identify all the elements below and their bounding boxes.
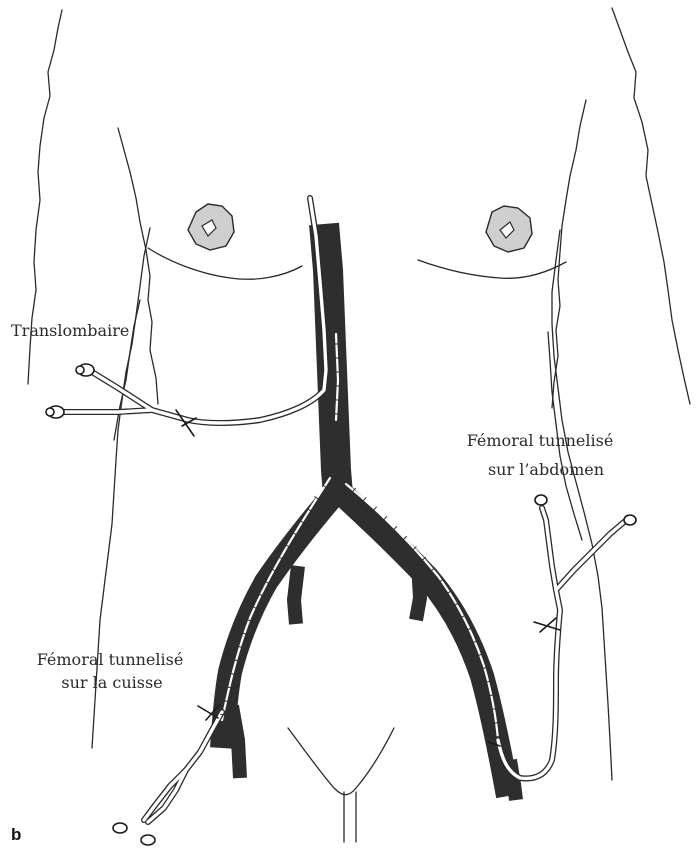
- right-iliac-vein: [340, 492, 508, 796]
- left-arm-inner: [118, 128, 158, 404]
- right-internal-iliac-branch: [416, 564, 420, 620]
- venous-system: [222, 224, 516, 800]
- catheter-hub-icon: [535, 495, 547, 505]
- catheter-hub-icon: [76, 364, 94, 376]
- right-chest-fold: [418, 260, 566, 278]
- right-outer-contour: [612, 8, 690, 404]
- right-flank: [552, 230, 612, 780]
- catheter-hub-icon: [141, 835, 155, 845]
- left-flank: [92, 228, 150, 748]
- left-femoral-branch: [232, 706, 240, 778]
- right-femoral-tail: [510, 760, 516, 800]
- left-internal-iliac-branch: [294, 566, 298, 624]
- panel-letter: b: [11, 825, 21, 844]
- left-nipple: [188, 204, 234, 250]
- label-femoral-cuisse-line2: sur la cuisse: [61, 673, 162, 692]
- catheter-tick-mark: [495, 736, 501, 737]
- left-chest-fold: [148, 248, 302, 279]
- label-femoral-abdomen-line2: sur l’abdomen: [488, 460, 604, 479]
- right-nipple: [486, 206, 532, 252]
- groin-fold: [288, 728, 394, 795]
- label-femoral-cuisse-line1: Fémoral tunnelisé: [37, 650, 184, 669]
- catheter-hub-icon: [46, 406, 64, 418]
- label-translombaire: Translombaire: [11, 321, 129, 340]
- body-outline: [28, 8, 690, 842]
- catheter-hub-icon: [113, 823, 127, 833]
- label-femoral-abdomen-line1: Fémoral tunnelisé: [467, 431, 614, 450]
- catheter-hub-icon: [624, 515, 636, 525]
